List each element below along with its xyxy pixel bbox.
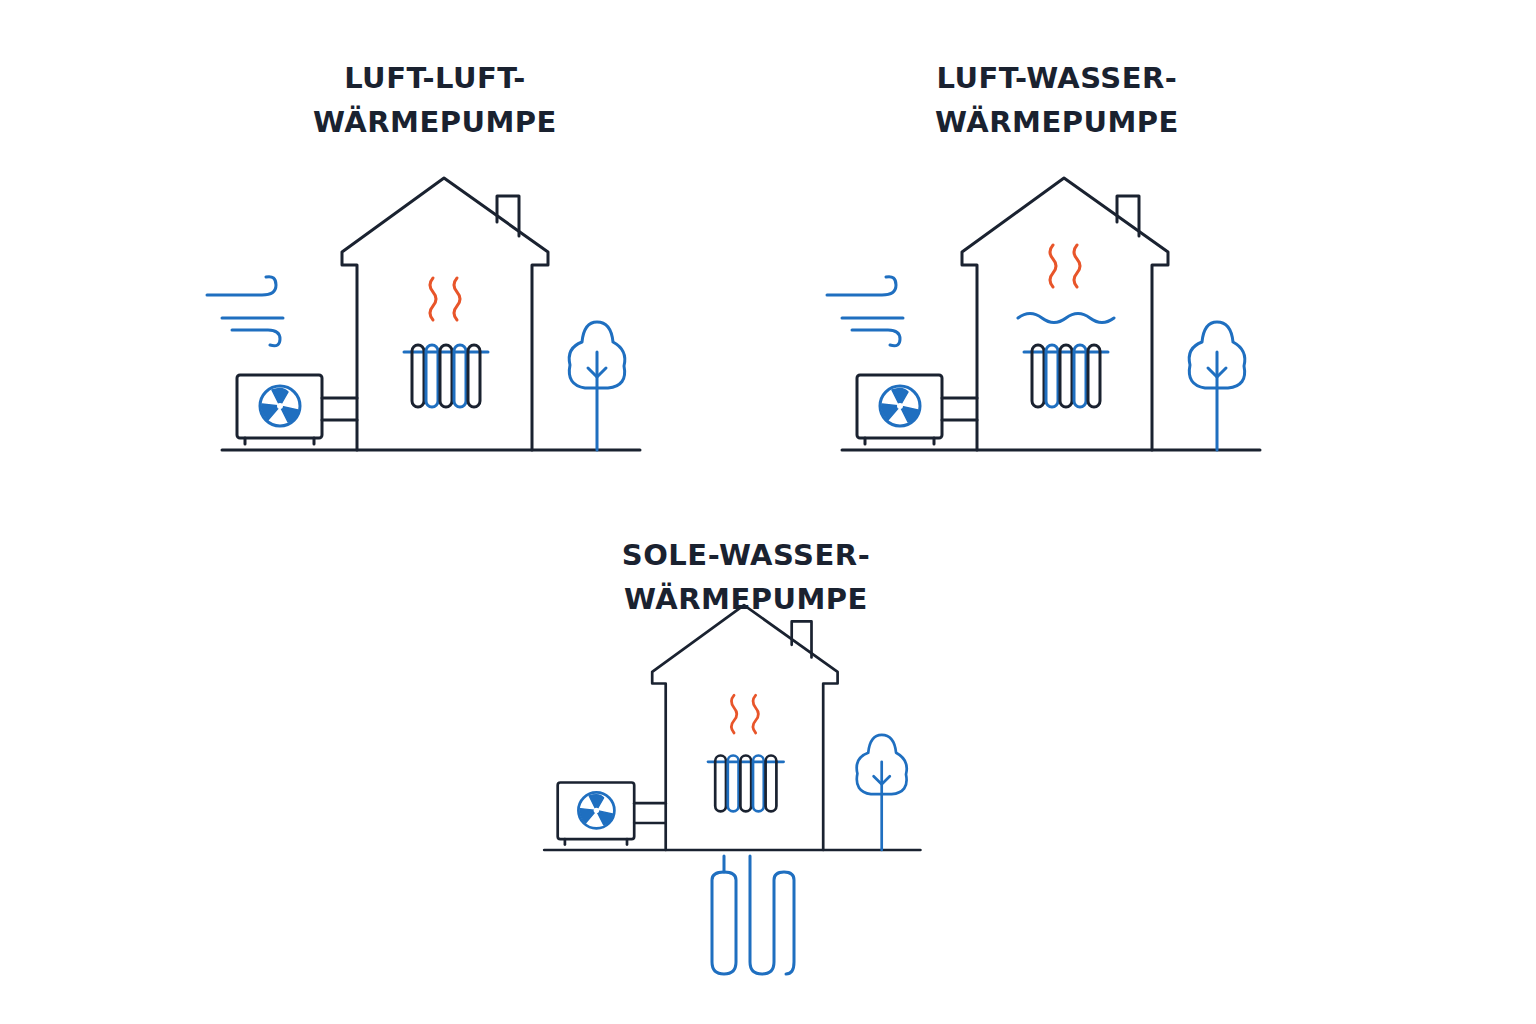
heat-pump-title: SOLE-WASSER- WÄRMEPUMPE bbox=[622, 533, 870, 621]
heat-pump-title: LUFT-WASSER- WÄRMEPUMPE bbox=[935, 56, 1179, 144]
heat-pump-title: LUFT-LUFT- WÄRMEPUMPE bbox=[313, 56, 557, 144]
